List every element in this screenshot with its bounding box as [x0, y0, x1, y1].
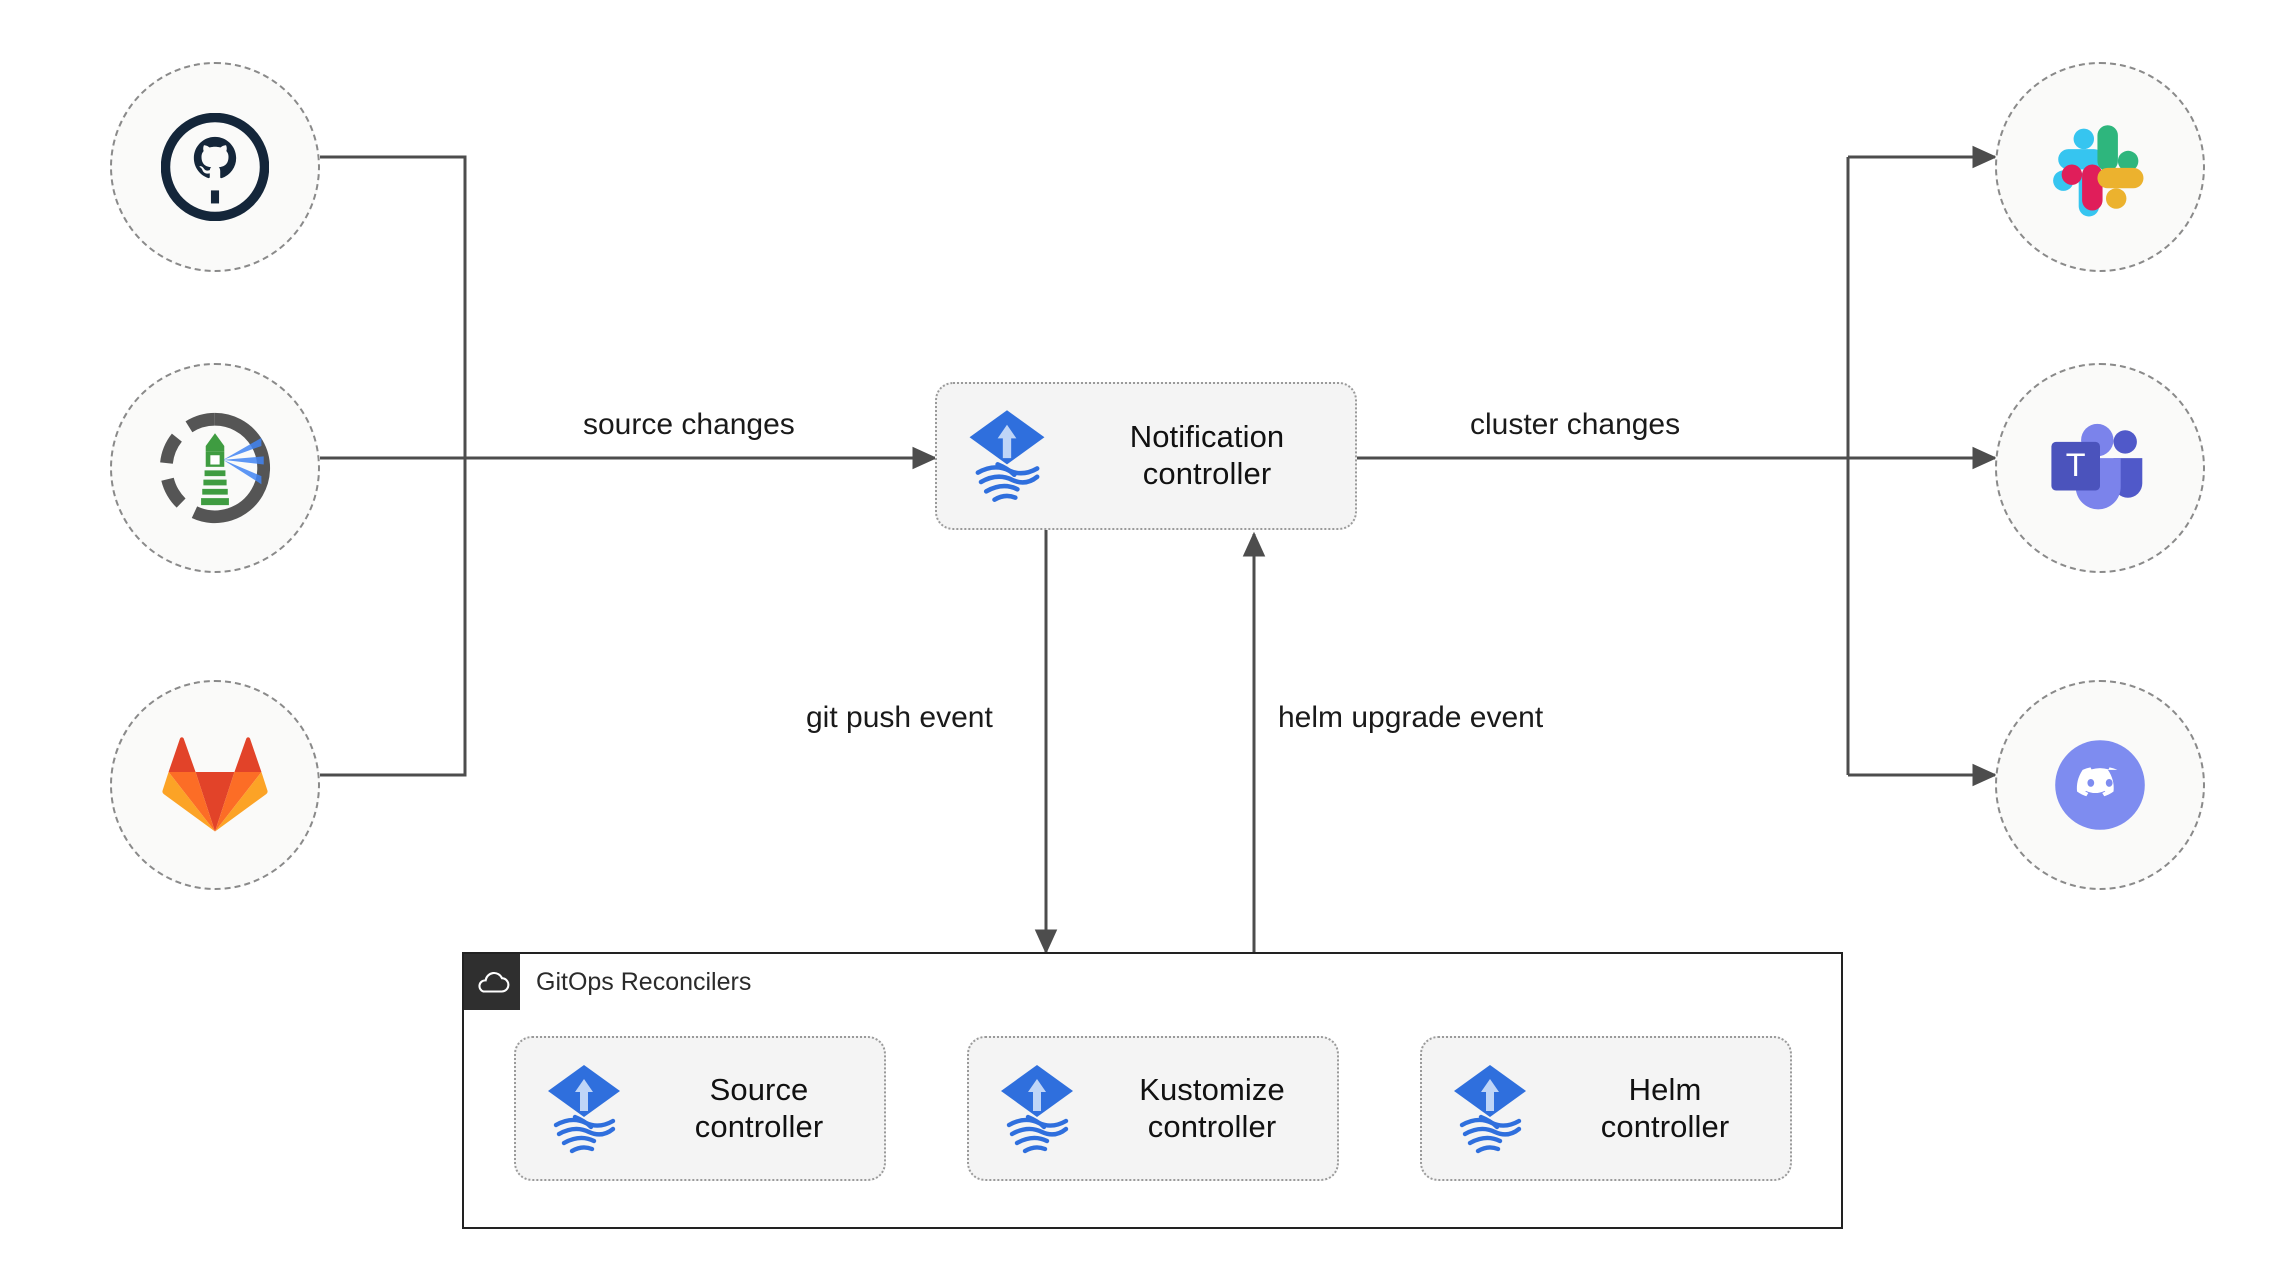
gitops-header: GitOps Reconcilers [464, 954, 751, 1010]
flux-icon [548, 1064, 620, 1153]
target-node-teams[interactable]: T [1995, 363, 2205, 573]
gitops-reconcilers-container: GitOps Reconcilers Source controller [462, 952, 1843, 1229]
controller-source[interactable]: Source controller [514, 1036, 886, 1181]
gitlab-icon [162, 737, 268, 832]
controller-kustomize[interactable]: Kustomize controller [967, 1036, 1339, 1181]
target-node-discord[interactable] [1995, 680, 2205, 890]
lighthouse-icon [159, 412, 271, 524]
svg-text:T: T [2066, 447, 2086, 483]
slack-icon [2053, 125, 2144, 217]
flux-icon [1001, 1064, 1073, 1153]
controller-label: Notification controller [1129, 419, 1285, 491]
cloud-badge [464, 954, 520, 1010]
edge-label-helm-upgrade-event: helm upgrade event [1270, 703, 1552, 733]
source-node-github[interactable] [110, 62, 320, 272]
discord-icon [2055, 740, 2145, 830]
source-node-gitlab[interactable] [110, 680, 320, 890]
controller-notification[interactable]: Notification controller [935, 382, 1357, 530]
controller-label: Helm controller [1600, 1071, 1730, 1144]
controller-helm[interactable]: Helm controller [1420, 1036, 1792, 1181]
target-node-slack[interactable] [1995, 62, 2205, 272]
github-icon [161, 113, 269, 221]
gitops-title: GitOps Reconcilers [536, 967, 752, 996]
edge-label-cluster-changes: cluster changes [1462, 410, 1689, 440]
cloud-icon [478, 972, 510, 993]
teams-icon: T [2051, 423, 2143, 510]
source-node-flux[interactable] [110, 363, 320, 573]
flux-icon [1454, 1064, 1526, 1153]
edge-label-source-changes: source changes [575, 410, 803, 440]
controller-label: Kustomize controller [1139, 1071, 1285, 1144]
flux-icon [969, 410, 1045, 502]
controller-label: Source controller [694, 1071, 824, 1144]
edge-label-git-push-event: git push event [798, 703, 1001, 733]
